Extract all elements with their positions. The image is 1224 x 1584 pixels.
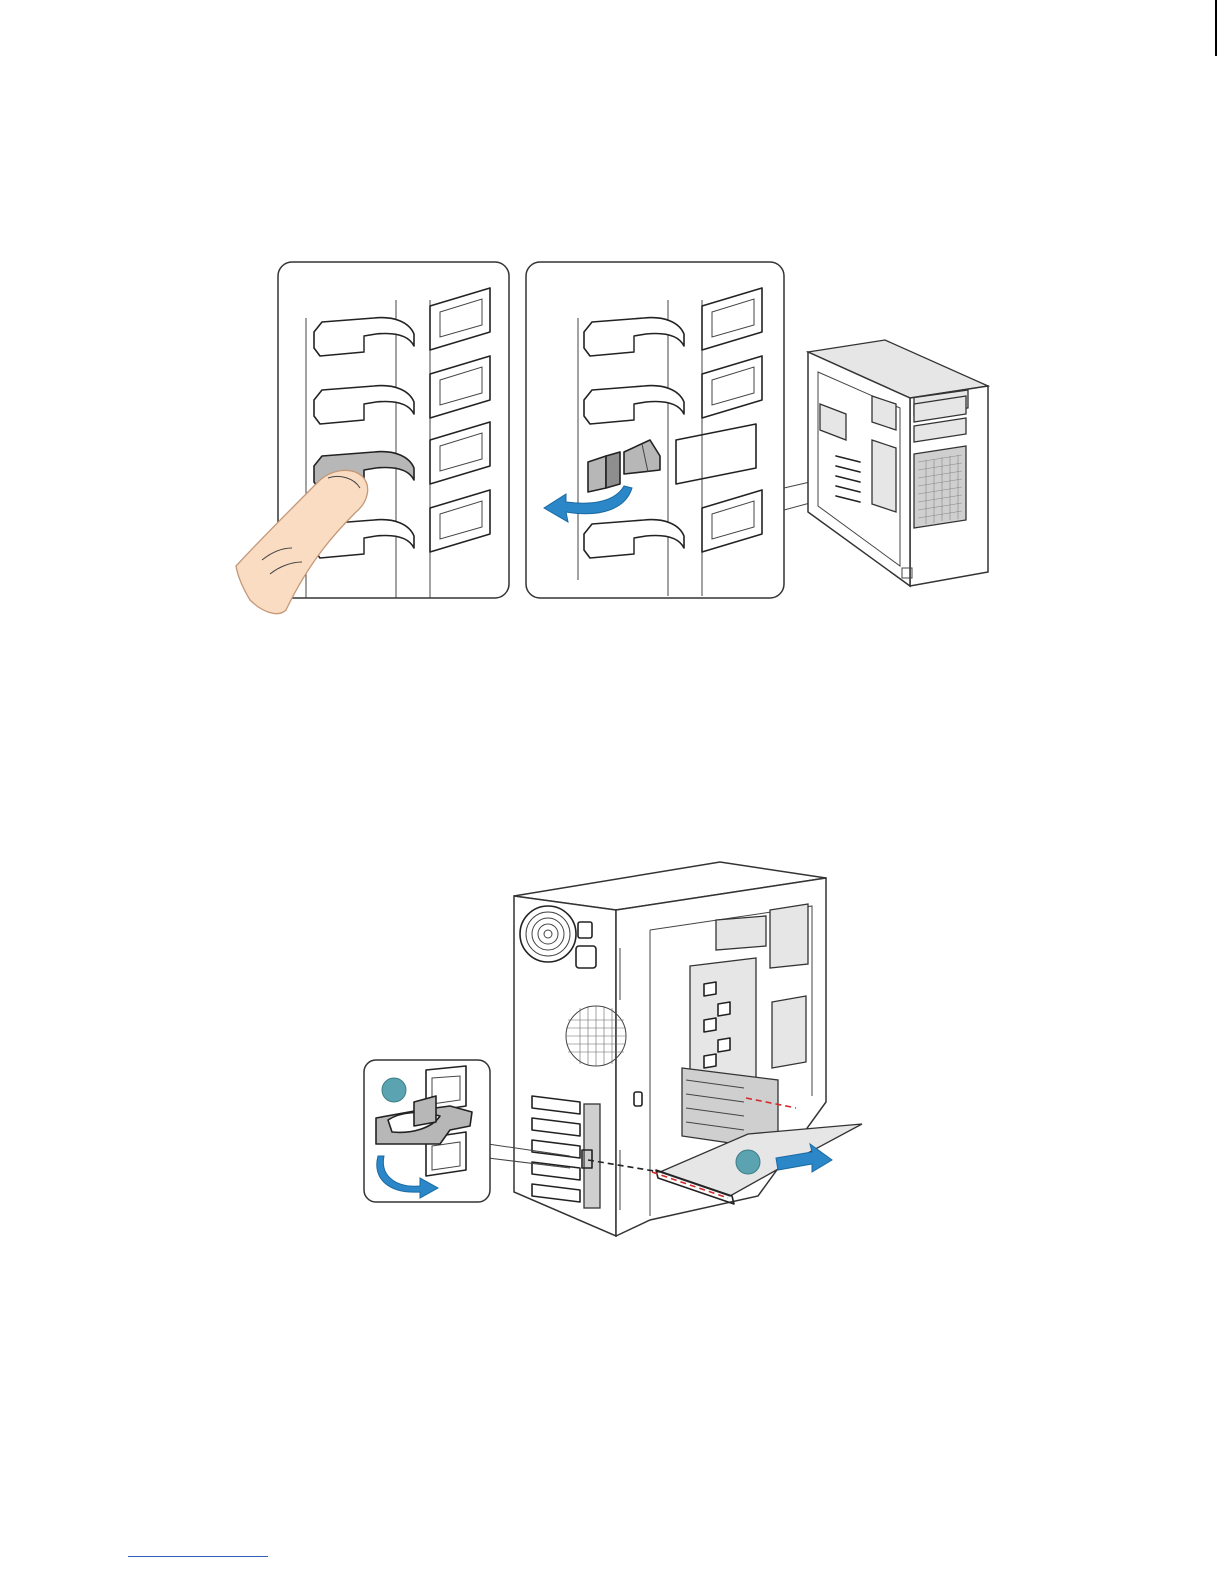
callout-2: [736, 1150, 760, 1174]
rotate-clip-detail: [526, 262, 784, 598]
chassis-rear-view: [514, 862, 862, 1236]
footer-rule: [128, 1556, 268, 1557]
vent-grid: [566, 1006, 626, 1066]
press-tab-detail: [236, 262, 509, 614]
figure-top: [236, 262, 988, 614]
chassis-side-view: [784, 340, 988, 586]
figure-bottom: [364, 862, 862, 1236]
callout-1: [382, 1078, 406, 1102]
